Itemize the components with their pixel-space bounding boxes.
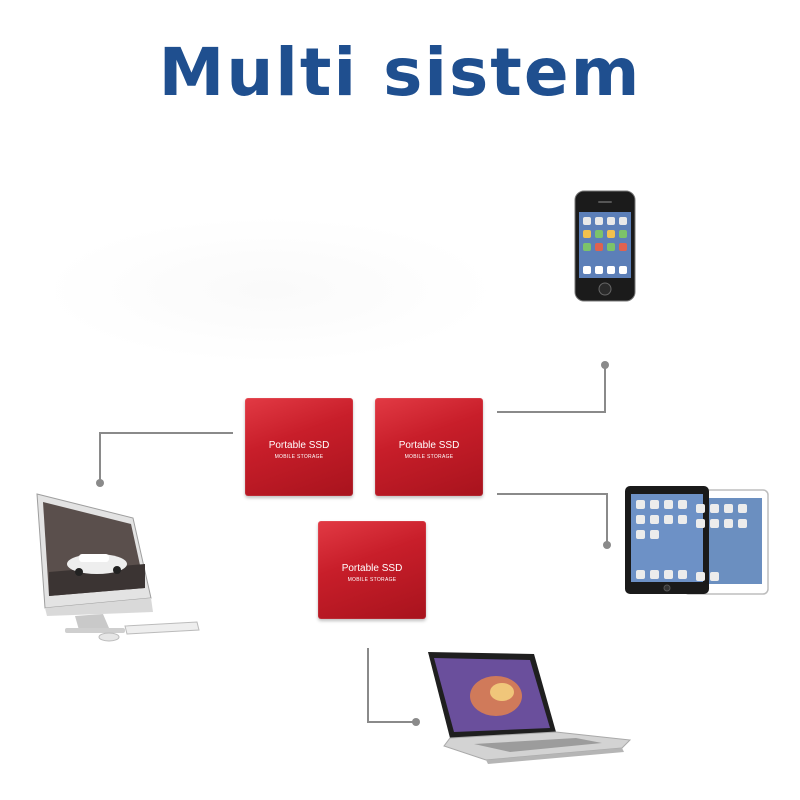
laptop-icon bbox=[428, 652, 632, 764]
ssd-drive-1: Portable SSD MOBILE STORAGE bbox=[245, 398, 353, 496]
smartphone-icon bbox=[574, 190, 636, 302]
ssd-label: Portable SSD bbox=[268, 440, 330, 451]
ssd-label: Portable SSD bbox=[398, 440, 460, 451]
ssd-label: Portable SSD bbox=[341, 563, 403, 574]
tablet-icon bbox=[625, 486, 769, 595]
ssd-drive-3: Portable SSD MOBILE STORAGE bbox=[318, 521, 426, 619]
ssd-sublabel: MOBILE STORAGE bbox=[274, 454, 324, 460]
ssd-sublabel: MOBILE STORAGE bbox=[404, 454, 454, 460]
desktop-computer-icon bbox=[36, 493, 200, 642]
ssd-sublabel: MOBILE STORAGE bbox=[347, 577, 397, 583]
page-title: Multi sistem bbox=[158, 34, 642, 111]
background-haze bbox=[40, 215, 500, 365]
ssd-drive-2: Portable SSD MOBILE STORAGE bbox=[375, 398, 483, 496]
